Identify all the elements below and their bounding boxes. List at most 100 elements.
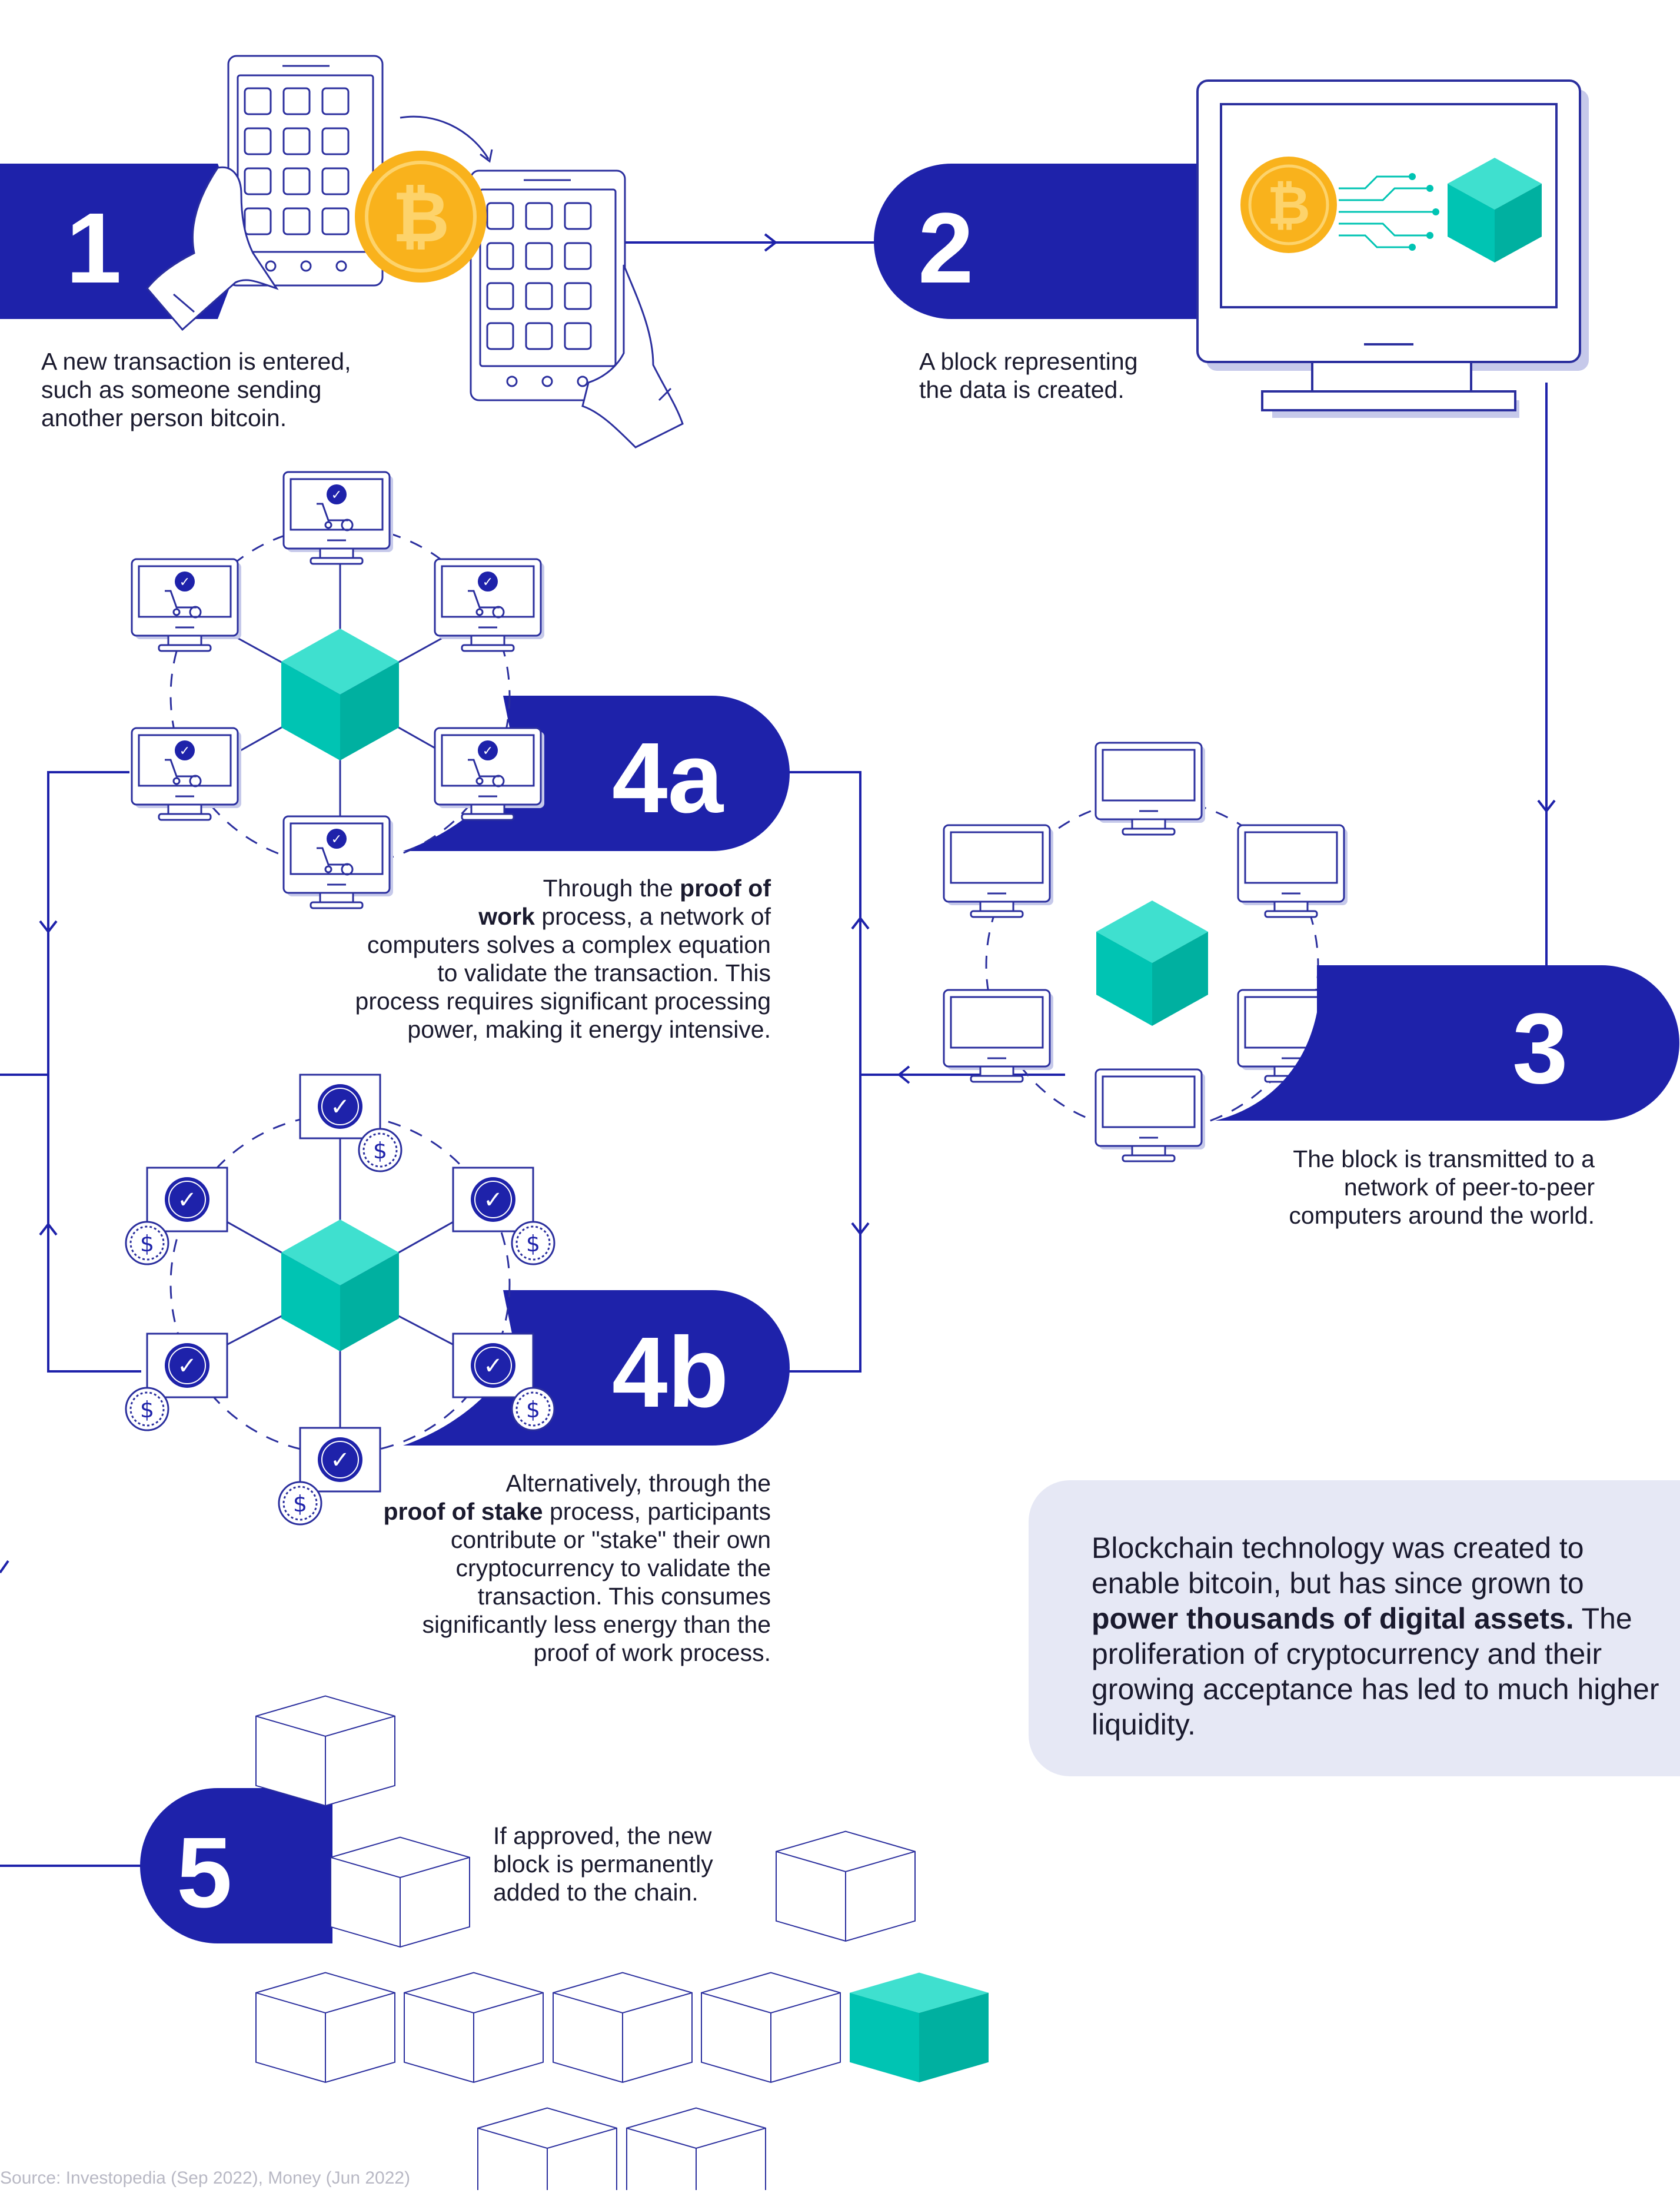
validator-node: ✓$	[452, 1333, 555, 1431]
dollar-symbol: $	[373, 1138, 387, 1164]
s4b-text-segment: transaction. This consumes	[477, 1583, 771, 1610]
dollar-symbol: $	[140, 1397, 154, 1423]
app-tile	[525, 242, 553, 270]
step-5-line: added to the chain.	[493, 1879, 698, 1906]
app-tile	[282, 207, 311, 235]
phone-receive-icon	[470, 170, 684, 448]
arrow-head-2-to-3	[1537, 799, 1556, 813]
step-3-line: The block is transmitted to a	[1293, 1145, 1595, 1172]
s4b-text-segment: cryptocurrency to validate the	[455, 1554, 771, 1581]
app-tile	[282, 87, 311, 115]
dollar-coin-icon: $	[125, 1221, 169, 1265]
s4a-text-segment: proof of	[680, 875, 771, 902]
proof-of-stake-network: ✓$✓$✓$✓$✓$✓$	[125, 1074, 555, 1526]
phone-app-grid-2	[486, 202, 592, 350]
peer-computer-icon	[1237, 824, 1348, 918]
app-tile	[486, 202, 514, 230]
block-cube	[1448, 158, 1542, 263]
chain-block-cube	[553, 1972, 693, 2084]
app-tile	[244, 87, 272, 115]
step-1-description: A new transaction is entered, such as so…	[41, 347, 406, 432]
app-tile	[564, 202, 592, 230]
dollar-symbol: $	[526, 1397, 540, 1423]
peer-computers	[943, 742, 1348, 1162]
step-5-number: 5	[177, 1817, 232, 1929]
bitcoin-symbol-2: ₿	[1267, 175, 1310, 237]
mining-computers: ✓✓✓✓✓✓	[131, 471, 544, 909]
flow-connectors	[0, 233, 1556, 1867]
step-2-description: A block representing the data is created…	[919, 347, 1166, 404]
step-3-number: 3	[1512, 993, 1568, 1105]
mining-cart-icon: ✓	[468, 740, 505, 788]
mining-computer-icon: ✓	[282, 815, 393, 909]
s4a-text-segment: Through the	[543, 875, 680, 902]
desktop-monitor-icon	[1196, 79, 1589, 418]
peer-computer-icon	[943, 989, 1053, 1083]
arrow-head-stub	[0, 1560, 9, 1574]
step-2-badge: 2	[874, 164, 1206, 319]
bitcoin-symbol: ₿	[392, 177, 450, 258]
circuit-lines	[1339, 175, 1436, 248]
validator-node: ✓$	[299, 1074, 402, 1172]
app-tile	[486, 282, 514, 310]
step-4b-badge: 4b	[403, 1290, 790, 1446]
check-icon: ✓	[331, 832, 342, 847]
dollar-coin-icon: $	[511, 1221, 555, 1265]
arrow-head-1-to-2	[764, 233, 778, 252]
check-icon: ✓	[179, 575, 190, 590]
step-2-line: A block representing	[919, 348, 1138, 375]
hand-left-icon	[146, 166, 279, 331]
step-4a-number: 4a	[612, 722, 724, 834]
callout-box	[1029, 1480, 1680, 1776]
app-tile	[244, 127, 272, 155]
step-3-badge: 3	[1215, 965, 1679, 1121]
check-icon: ✓	[177, 1187, 197, 1214]
callout-text-start: Blockchain technology was created to ena…	[1092, 1531, 1584, 1600]
s4b-text-segment: contribute or "stake" their own	[450, 1526, 771, 1553]
dollar-coin-icon: $	[358, 1128, 402, 1172]
validator-node: ✓$	[125, 1333, 228, 1431]
check-icon: ✓	[483, 744, 493, 759]
mining-cart-icon: ✓	[165, 740, 202, 788]
dollar-symbol: $	[293, 1491, 307, 1517]
dollar-coin-icon: $	[511, 1387, 555, 1431]
check-icon: ✓	[331, 488, 342, 503]
mining-cart-icon: ✓	[165, 571, 202, 619]
dollar-coin-icon: $	[125, 1387, 169, 1431]
mining-computer-icon: ✓	[131, 727, 241, 821]
app-tile	[321, 167, 350, 195]
mining-computer-icon: ✓	[131, 558, 241, 652]
pos-block-cube	[281, 1220, 399, 1351]
app-tile	[525, 282, 553, 310]
chain-block-cube	[701, 1972, 841, 2084]
step-1-number: 1	[66, 192, 122, 304]
s4b-text-segment: proof of stake	[383, 1498, 543, 1525]
app-tile	[564, 282, 592, 310]
s4a-text-segment: computers solves a complex equation	[367, 931, 771, 958]
mining-cart-icon: ✓	[317, 484, 354, 531]
step-5-description: If approved, the new block is permanentl…	[493, 1822, 758, 1906]
validator-node: ✓$	[452, 1167, 555, 1265]
arrow-head-down-left	[39, 920, 58, 934]
step-5-line: block is permanently	[493, 1850, 713, 1878]
check-icon: ✓	[330, 1447, 350, 1474]
chain-block-cube	[626, 2107, 766, 2193]
app-tile	[525, 322, 553, 350]
arrow-head-up-left	[39, 1222, 58, 1236]
chain-block-cube	[330, 1836, 470, 1948]
check-icon: ✓	[177, 1353, 197, 1380]
chain-block-cube	[776, 1830, 916, 1942]
peer-computer-icon	[1095, 742, 1205, 836]
proof-of-work-network: ✓✓✓✓✓✓	[131, 471, 544, 909]
source-note: Source: Investopedia (Sep 2022), Money (…	[0, 2168, 411, 2188]
s4b-text-segment: proof of work process.	[533, 1639, 771, 1666]
app-tile	[486, 322, 514, 350]
bitcoin-coin-icon: ₿	[355, 151, 487, 283]
arrow-head-3-to-4	[897, 1065, 910, 1084]
dollar-symbol: $	[140, 1231, 154, 1257]
app-tile	[564, 322, 592, 350]
arrow-head-up-4a	[851, 916, 870, 930]
